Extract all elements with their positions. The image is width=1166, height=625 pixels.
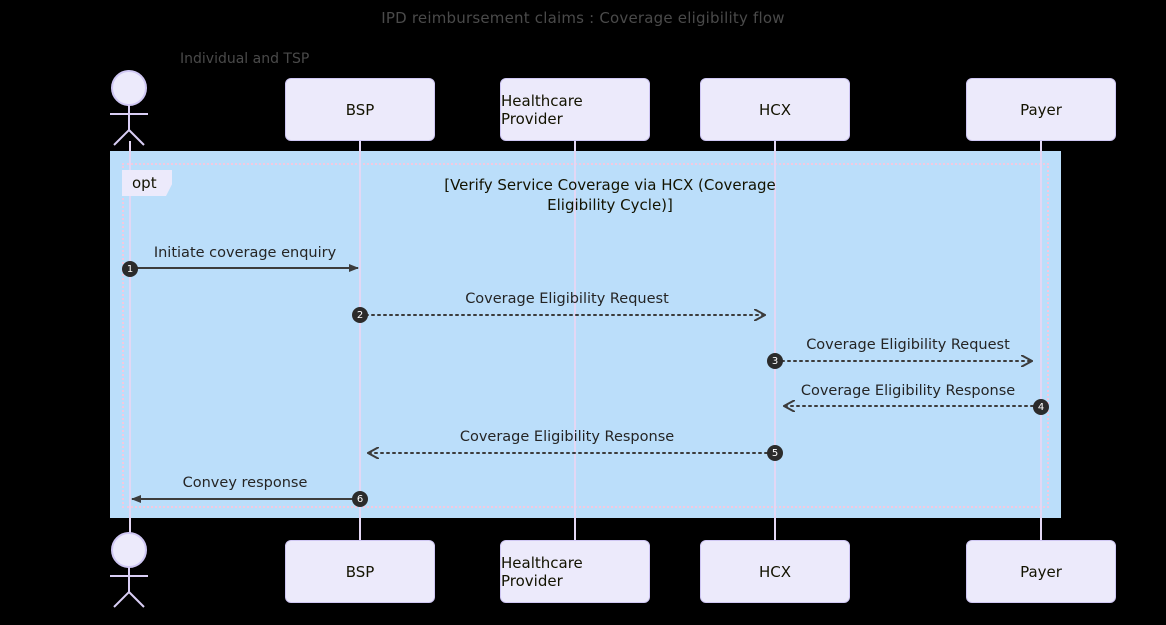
message-label-6: Convey response [182, 475, 308, 491]
participant-box-bsp-bottom[interactable]: BSP [285, 540, 435, 603]
participant-box-hcx-bottom[interactable]: HCX [700, 540, 850, 603]
participant-box-bsp-top[interactable]: BSP [285, 78, 435, 141]
participant-box-provider-top[interactable]: Healthcare Provider [500, 78, 650, 141]
message-label-5: Coverage Eligibility Response [459, 429, 675, 445]
actor-stick-figure-top [110, 70, 148, 146]
opt-fragment-tab: opt [122, 170, 172, 196]
sequence-badge-3: 3 [767, 353, 783, 369]
lifeline-hcx [774, 141, 776, 541]
message-label-4: Coverage Eligibility Response [800, 383, 1016, 399]
sequence-badge-4: 4 [1033, 399, 1049, 415]
sequence-badge-5: 5 [767, 445, 783, 461]
lifeline-bsp [359, 141, 361, 541]
message-label-3: Coverage Eligibility Request [806, 337, 1010, 353]
sequence-badge-6: 6 [352, 491, 368, 507]
lifeline-actor [129, 141, 131, 541]
participant-box-payer-top[interactable]: Payer [966, 78, 1116, 141]
lifeline-payer [1040, 141, 1042, 541]
lifeline-provider [574, 141, 576, 541]
message-label-2: Coverage Eligibility Request [465, 291, 669, 307]
message-label-1: Initiate coverage enquiry [153, 245, 337, 261]
sequence-badge-1: 1 [122, 261, 138, 277]
actor-label-top: Individual and TSP [180, 51, 310, 67]
opt-fragment-condition-line1: [Verify Service Coverage via HCX (Covera… [444, 176, 776, 194]
participant-box-hcx-top[interactable]: HCX [700, 78, 850, 141]
opt-fragment-background [110, 151, 1061, 518]
opt-fragment-condition-line2: Eligibility Cycle)] [547, 196, 673, 214]
actor-stick-figure-bottom [110, 532, 148, 608]
sequence-badge-2: 2 [352, 307, 368, 323]
participant-box-payer-bottom[interactable]: Payer [966, 540, 1116, 603]
diagram-title: IPD reimbursement claims : Coverage elig… [381, 9, 785, 27]
participant-box-provider-bottom[interactable]: Healthcare Provider [500, 540, 650, 603]
